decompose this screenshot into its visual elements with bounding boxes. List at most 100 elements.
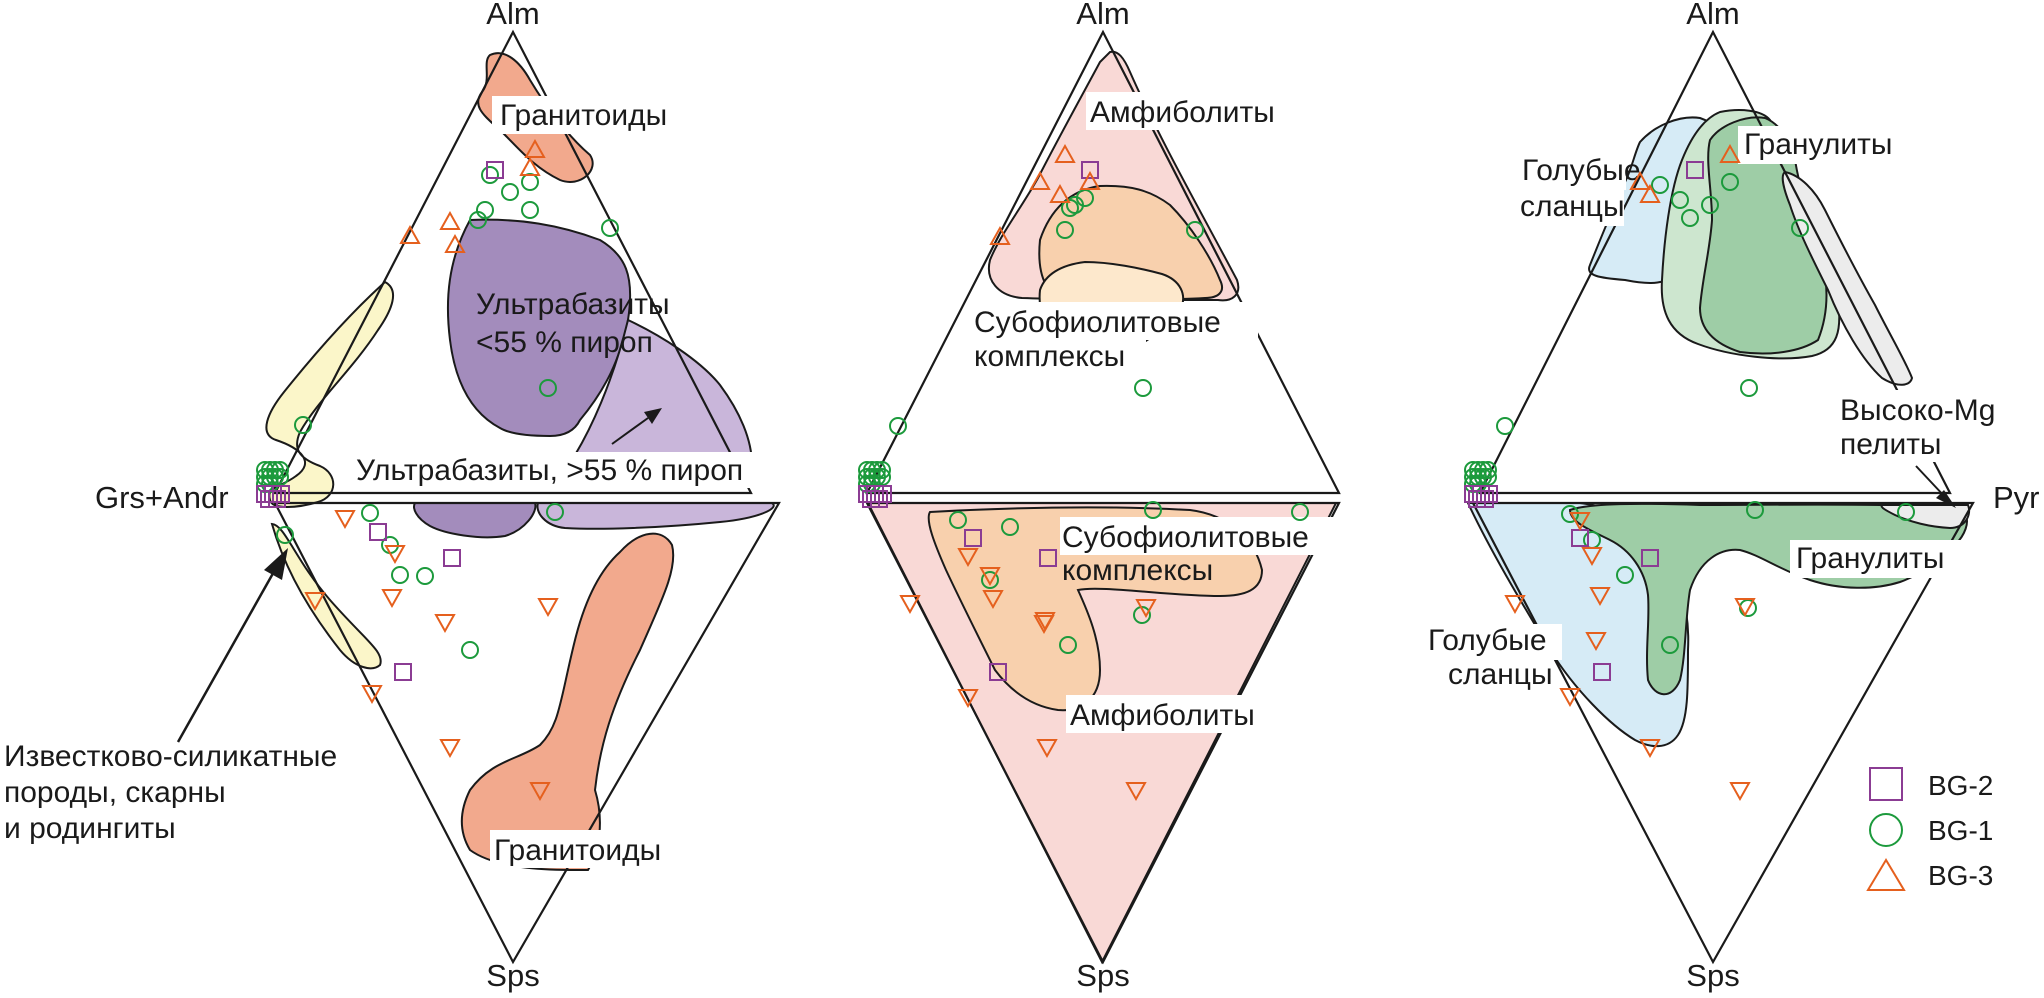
label-bg	[492, 96, 690, 134]
marker-bg2	[394, 663, 412, 681]
marker-bg1	[889, 417, 907, 435]
diagram-1: Alm Grs+Andr Sps Гранитоиды Ультрабазиты…	[4, 0, 782, 993]
sample-points	[256, 138, 1915, 802]
marker-bg3	[1734, 598, 1756, 618]
marker-bg3	[979, 567, 1001, 587]
marker-bg3	[899, 595, 921, 615]
field-granitoids-bottom	[460, 532, 675, 872]
marker-bg3	[1559, 688, 1581, 708]
label-granitoids-top: Гранитоиды	[500, 99, 667, 132]
marker-bg1	[1496, 417, 1514, 435]
label-bg	[1520, 154, 1626, 190]
vertex-alm-3: Alm	[1686, 0, 1739, 31]
marker-bg2	[1480, 485, 1498, 503]
label-calc-silicate-1: Известково-силикатные	[4, 740, 337, 773]
marker-bg1	[276, 526, 294, 544]
marker-bg1	[1721, 173, 1739, 191]
marker-bg3	[444, 233, 466, 253]
diagram-3: Alm Pyr Sps Голубые сланцы Гранулиты Выс…	[1420, 0, 2040, 993]
marker-bg1	[1001, 518, 1019, 536]
marker-bg3	[1719, 143, 1741, 163]
marker-bg1	[1740, 379, 1758, 397]
marker-bg3	[334, 510, 356, 530]
marker-bg1	[416, 567, 434, 585]
marker-bg3	[1054, 143, 1076, 163]
label-calc-silicate-3: и родингиты	[4, 812, 176, 845]
marker-bg1	[481, 166, 499, 184]
marker-bg3	[361, 685, 383, 705]
marker-bg3	[1029, 170, 1051, 190]
label-high-mg-1: Высоко-Mg	[1840, 394, 1995, 427]
label-amphibolites-top: Амфиболиты	[1090, 96, 1275, 129]
label-bg	[970, 340, 1146, 376]
label-granulites-top: Гранулиты	[1744, 128, 1892, 161]
marker-bg3	[524, 138, 546, 158]
label-bg	[1738, 126, 1920, 164]
marker-bg1	[1056, 221, 1074, 239]
marker-bg3	[434, 614, 456, 634]
label-bg	[970, 302, 1258, 340]
vertex-alm-2: Alm	[1076, 0, 1129, 31]
marker-bg3	[1639, 183, 1661, 203]
marker-bg1	[539, 379, 557, 397]
marker-bg1	[1681, 209, 1699, 227]
marker-bg1	[601, 219, 619, 237]
marker-bg3	[1639, 739, 1661, 759]
marker-bg3	[1135, 599, 1157, 619]
arrow-high-mg	[1915, 465, 1947, 499]
marker-bg2	[268, 490, 286, 508]
marker-bg3	[1585, 632, 1607, 652]
marker-bg3	[1629, 170, 1651, 190]
label-bg	[352, 452, 782, 488]
marker-bg2	[1593, 663, 1611, 681]
triangle-3-upper	[1478, 29, 1952, 495]
triangle-1-upper	[273, 29, 753, 495]
label-bg	[1086, 92, 1292, 130]
label-amphibolites-bottom: Амфиболиты	[1070, 699, 1255, 732]
label-granulites-bottom: Гранулиты	[1796, 542, 1944, 575]
marker-bg1	[1144, 501, 1162, 519]
label-subophiolite-bottom-1: Субофиолитовые	[1062, 521, 1309, 554]
marker-bg1	[501, 183, 519, 201]
marker-bg2	[964, 529, 982, 547]
marker-bg2	[874, 485, 892, 503]
marker-bg3	[439, 210, 461, 230]
marker-bg3	[1036, 739, 1058, 759]
label-blueschist-top-2: сланцы	[1520, 190, 1625, 223]
triangle-3-lower	[1471, 501, 1975, 965]
marker-bg3	[304, 592, 326, 612]
label-bg	[1790, 540, 1962, 578]
marker-bg2	[443, 549, 461, 567]
label-high-mg-2: пелиты	[1840, 428, 1942, 461]
field-ultrabasite-high-lower	[536, 502, 775, 530]
marker-bg3	[381, 589, 403, 609]
legend-circle-marker	[1869, 813, 1903, 847]
marker-bg1	[1701, 196, 1719, 214]
marker-bg3	[982, 590, 1004, 610]
label-calc-silicate-2: породы, скарны	[4, 776, 226, 809]
field-subophiolite-bottom	[927, 506, 1264, 712]
marker-bg3	[957, 548, 979, 568]
marker-bg1	[949, 511, 967, 529]
field-high-mg-pelite	[1781, 170, 1914, 386]
marker-bg1	[521, 201, 539, 219]
marker-bg2	[1039, 549, 1057, 567]
label-subophiolite-top-1: Субофиолитовые	[974, 306, 1221, 339]
legend-triangle-marker	[1866, 858, 1906, 891]
vertex-alm-1: Alm	[486, 0, 539, 31]
marker-bg3	[1049, 183, 1071, 203]
legend-label-bg1: BG-1	[1928, 815, 1993, 846]
arrow-calc-silicate	[176, 567, 278, 743]
marker-bg2	[272, 485, 290, 503]
vertex-pyr: Pyr	[1993, 480, 2040, 515]
marker-bg1	[461, 641, 479, 659]
marker-bg1	[391, 566, 409, 584]
label-bg	[1836, 390, 2008, 462]
arrow-ultrabasite-high	[611, 417, 649, 445]
marker-bg3	[1125, 782, 1147, 802]
marker-bg3	[519, 156, 541, 176]
triangle-1-lower	[273, 501, 781, 965]
label-ultrabasite-low-1: Ультрабазиты	[476, 288, 670, 321]
marker-bg2	[369, 523, 387, 541]
